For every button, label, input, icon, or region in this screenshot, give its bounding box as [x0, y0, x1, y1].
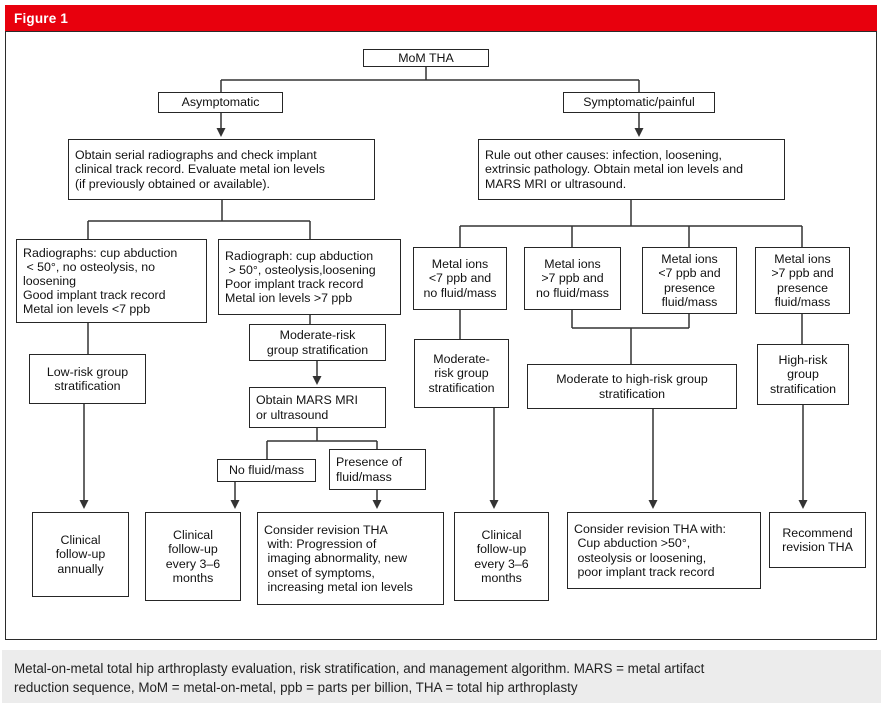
node-no-fluid: No fluid/mass: [217, 459, 316, 482]
figure-caption: Metal-on-metal total hip arthroplasty ev…: [2, 650, 881, 703]
node-high-risk: High-risk group stratification: [757, 344, 849, 405]
node-followup-annual: Clinical follow-up annually: [32, 512, 129, 597]
figure-banner: Figure 1: [5, 5, 877, 31]
node-symptomatic: Symptomatic/painful: [563, 92, 715, 113]
node-presence-fluid: Presence of fluid/mass: [329, 449, 426, 490]
node-radiograph-high-risk: Radiograph: cup abduction > 50°, osteoly…: [218, 239, 401, 315]
node-ions-lt7-fluid: Metal ions <7 ppb and presence fluid/mas…: [642, 247, 737, 314]
node-low-risk: Low-risk group stratification: [29, 354, 146, 404]
connector-obtain-split: [87, 200, 311, 239]
node-radiograph-low-risk: Radiographs: cup abduction < 50°, no ost…: [16, 239, 207, 323]
connector-top-fan: [220, 67, 640, 92]
node-moderate-risk-right: Moderate- risk group stratification: [414, 339, 509, 408]
arrow-connectors: [79, 113, 808, 509]
connector-ruleout-fan: [459, 200, 803, 247]
figure-label: Figure 1: [14, 10, 69, 26]
node-ions-gt7-no-fluid: Metal ions >7 ppb and no fluid/mass: [524, 247, 621, 310]
node-ions-lt7-no-fluid: Metal ions <7 ppb and no fluid/mass: [413, 247, 507, 310]
plain-connectors: [87, 67, 803, 459]
node-recommend-revision: Recommend revision THA: [769, 512, 866, 568]
node-obtain-mars: Obtain MARS MRI or ultrasound: [249, 387, 386, 428]
connector-mars-split: [266, 428, 378, 459]
node-consider-revision-left: Consider revision THA with: Progression …: [257, 512, 444, 605]
node-mom-tha: MoM THA: [363, 49, 489, 67]
node-followup-36-left: Clinical follow-up every 3–6 months: [145, 512, 241, 601]
node-consider-revision-right: Consider revision THA with: Cup abductio…: [567, 512, 761, 589]
connector-ions23-merge: [571, 310, 690, 364]
node-rule-out: Rule out other causes: infection, loosen…: [478, 139, 785, 200]
node-moderate-risk-left: Moderate-risk group stratification: [249, 324, 386, 361]
node-followup-36-right: Clinical follow-up every 3–6 months: [454, 512, 549, 601]
node-asymptomatic: Asymptomatic: [158, 92, 283, 113]
node-obtain-serial: Obtain serial radiographs and check impl…: [68, 139, 375, 200]
node-ions-gt7-fluid: Metal ions >7 ppb and presence fluid/mas…: [755, 247, 850, 314]
node-moderate-high-risk: Moderate to high-risk group stratificati…: [527, 364, 737, 409]
